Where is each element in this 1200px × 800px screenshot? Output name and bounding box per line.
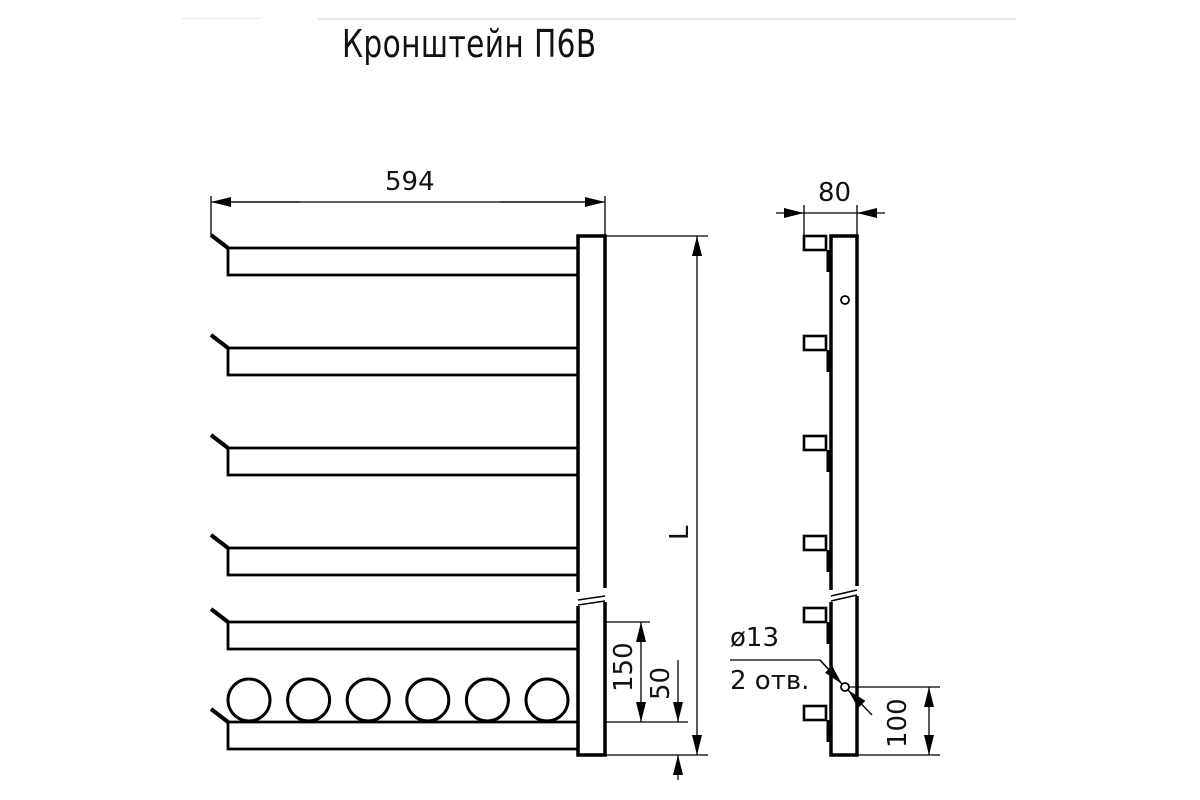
round-item	[464, 677, 510, 723]
round-item	[405, 677, 451, 723]
round-item	[226, 677, 272, 723]
hole-diameter-label: ø13	[730, 623, 779, 653]
side-hook	[802, 434, 828, 452]
top-fade-line	[318, 18, 1016, 21]
side-hook	[802, 534, 828, 552]
side-hook	[802, 234, 828, 252]
length-dimension-label: L	[665, 525, 695, 540]
bracket-arm	[226, 546, 578, 577]
bracket-arm	[226, 446, 578, 477]
break-lines	[577, 595, 606, 606]
mounting-hole	[840, 295, 850, 305]
width-dimension-label: 594	[385, 167, 435, 197]
front-view	[209, 196, 708, 780]
arm-hook-tip	[209, 607, 230, 624]
bracket-arm	[226, 620, 578, 651]
arm-hook-tip	[209, 707, 230, 724]
side-hook	[802, 334, 828, 352]
bracket-arm	[226, 246, 578, 277]
break-lines	[830, 589, 858, 602]
depth-dimension-label: 80	[818, 178, 851, 208]
round-item	[524, 677, 570, 723]
arm-hook-tip	[209, 333, 230, 350]
hole-offset-dimension-label: 100	[883, 698, 913, 748]
round-item	[345, 677, 391, 723]
top-fade-line-left	[182, 18, 262, 20]
vertical-post-lower	[576, 602, 607, 757]
bracket-arm	[226, 720, 578, 751]
mounting-hole	[840, 682, 850, 692]
arm-hook-tip	[209, 433, 230, 450]
bracket-arm	[226, 346, 578, 377]
bottom-offset-dimension-label: 50	[646, 667, 676, 700]
round-item	[286, 677, 332, 723]
vertical-post-upper	[576, 234, 607, 592]
side-view	[730, 205, 940, 757]
hole-count-label: 2 отв.	[730, 666, 809, 696]
side-post-upper	[829, 234, 859, 590]
side-hook	[802, 704, 828, 722]
arm-hook-tip	[209, 233, 230, 250]
drawing-title: Кронштейн П6В	[342, 22, 597, 66]
arm-hook-tip	[209, 533, 230, 550]
arrow	[819, 659, 843, 685]
arm-pitch-dimension-label: 150	[609, 642, 639, 692]
arrow	[847, 689, 873, 716]
side-hook	[802, 606, 828, 624]
